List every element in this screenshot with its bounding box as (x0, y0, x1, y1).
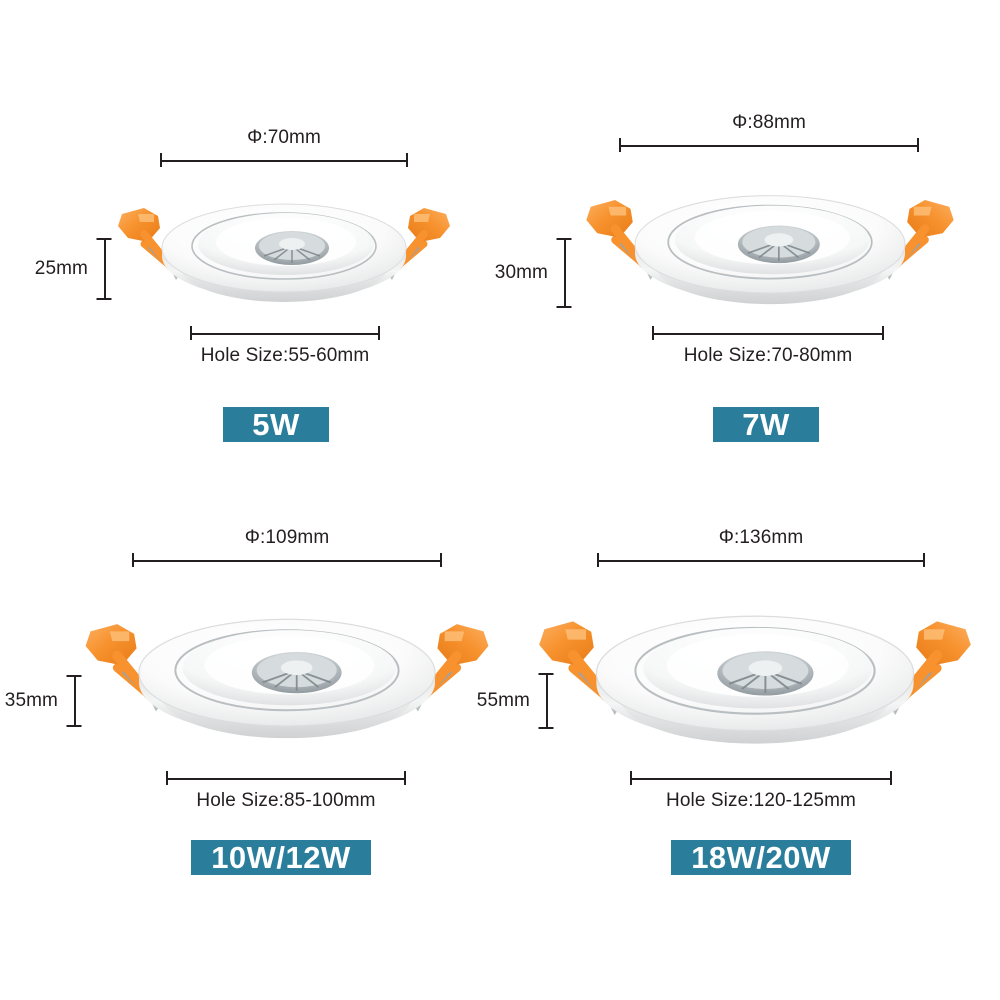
gimbal-ring (634, 626, 876, 715)
wattage-badge-label: 10W/12W (211, 839, 351, 875)
height-dimension-10w12w: 35mm (5, 675, 82, 727)
wattage-badge-5w: 5W (223, 407, 329, 442)
height-label-10w12w: 35mm (4, 690, 58, 711)
dimension-endcap-left (630, 771, 632, 785)
dimension-rule (166, 778, 406, 780)
cob-lens (255, 231, 329, 265)
dimension-endcap-left (132, 553, 134, 567)
cob-lens (737, 225, 820, 264)
dimension-endcap-top (538, 673, 554, 675)
diameter-label-7w: Φ:88mm (732, 112, 806, 133)
gimbal-ring (667, 204, 873, 280)
diameter-dimension-18w20w: Φ:136mm (597, 527, 925, 568)
wattage-badge-label: 5W (252, 406, 300, 442)
dimension-endcap-bottom (538, 727, 554, 729)
wattage-badge-label: 7W (742, 406, 790, 442)
dimension-endcap-bottom (556, 306, 572, 308)
height-label-18w20w: 55mm (476, 690, 530, 711)
dimension-endcap-right (923, 553, 925, 567)
wattage-badge-7w: 7W (713, 407, 819, 442)
dimension-rule (132, 560, 442, 562)
height-dimension-18w20w: 55mm (477, 673, 554, 729)
height-dimension-5w: 25mm (35, 238, 112, 300)
hole-size-label-7w: Hole Size:70-80mm (683, 345, 853, 366)
dimension-endcap-left (160, 153, 162, 167)
dimension-endcap-right (404, 771, 406, 785)
hole-size-label-18w20w: Hole Size:120-125mm (666, 790, 856, 811)
dimension-endcap-right (890, 771, 892, 785)
wattage-badge-18w20w: 18W/20W (671, 840, 851, 875)
dimension-rule (652, 333, 884, 335)
downlight-figure-7w (572, 158, 968, 324)
dimension-endcap-bottom (96, 298, 112, 300)
wattage-badge-10w12w: 10W/12W (191, 840, 371, 875)
diameter-dimension-10w12w: Φ:109mm (132, 527, 442, 568)
dimension-endcap-left (190, 326, 192, 340)
height-dimension-7w: 30mm (495, 238, 572, 308)
height-label-5w: 25mm (34, 258, 88, 279)
dimension-endcap-left (166, 771, 168, 785)
dimension-endcap-right (882, 326, 884, 340)
cob-lens (251, 652, 342, 694)
gimbal-ring (174, 629, 400, 712)
dimension-rule (597, 560, 925, 562)
hole-size-dimension-5w: Hole Size:55-60mm (190, 325, 380, 366)
dimension-rule (74, 675, 76, 727)
dimension-endcap-top (96, 238, 112, 240)
dimension-rule (104, 238, 106, 300)
dimension-endcap-left (619, 138, 621, 152)
hole-size-label-10w12w: Hole Size:85-100mm (196, 790, 376, 811)
downlight-figure-10w12w (72, 578, 502, 760)
dimension-endcap-bottom (66, 725, 82, 727)
wattage-badge-label: 18W/20W (691, 839, 831, 875)
dimension-endcap-right (378, 326, 380, 340)
height-label-7w: 30mm (494, 262, 548, 283)
dimension-rule (630, 778, 892, 780)
dimension-endcap-left (597, 553, 599, 567)
hole-size-dimension-18w20w: Hole Size:120-125mm (630, 770, 892, 811)
dimension-rule (564, 238, 566, 308)
hole-size-label-5w: Hole Size:55-60mm (200, 345, 370, 366)
dimension-rule (546, 673, 548, 729)
downlight-figure-5w (114, 170, 454, 320)
dimension-endcap-top (66, 675, 82, 677)
dimension-rule (619, 145, 919, 147)
dimension-endcap-right (917, 138, 919, 152)
dimension-endcap-left (652, 326, 654, 340)
diameter-label-5w: Φ:70mm (247, 127, 321, 148)
dimension-rule (160, 160, 408, 162)
diameter-label-10w12w: Φ:109mm (244, 527, 330, 548)
dimension-endcap-right (406, 153, 408, 167)
hole-size-dimension-10w12w: Hole Size:85-100mm (166, 770, 406, 811)
downlight-figure-18w20w (525, 572, 985, 767)
diameter-label-18w20w: Φ:136mm (718, 527, 804, 548)
gimbal-ring (191, 212, 377, 280)
dimension-endcap-right (440, 553, 442, 567)
diameter-dimension-5w: Φ:70mm (160, 127, 408, 168)
diameter-dimension-7w: Φ:88mm (619, 112, 919, 153)
dimension-rule (190, 333, 380, 335)
hole-size-dimension-7w: Hole Size:70-80mm (652, 325, 884, 366)
cob-lens (717, 651, 814, 696)
dimension-endcap-top (556, 238, 572, 240)
